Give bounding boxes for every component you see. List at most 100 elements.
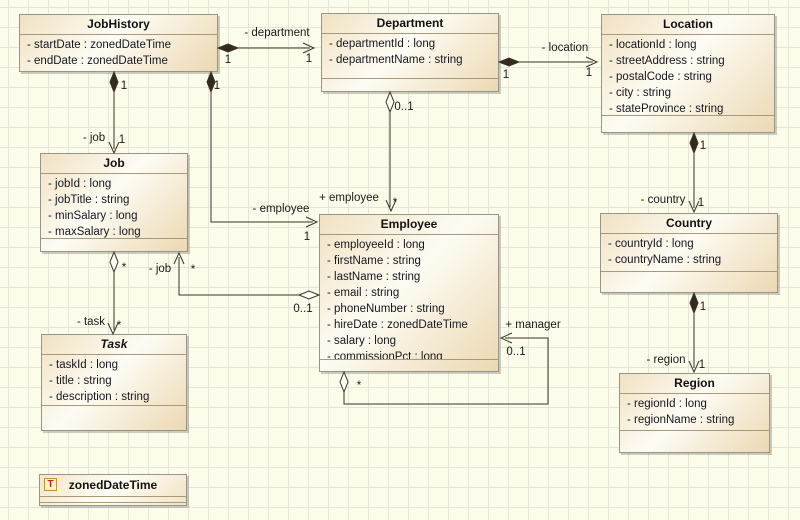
open-arrowhead: [108, 141, 120, 155]
class-box-location[interactable]: Location - locationId : long - streetAddr…: [601, 14, 775, 133]
attribute-region[interactable]: - regionName : string: [627, 414, 735, 426]
attribute-job[interactable]: - minSalary : long: [48, 210, 138, 222]
attribute-location[interactable]: - streetAddress : string: [609, 55, 725, 67]
attribute-job[interactable]: - maxSalary : long: [48, 226, 141, 238]
attributes-compartment: - employeeId : long - firstName : string -…: [320, 235, 498, 359]
class-box-country[interactable]: Country - countryId : long - countryName …: [600, 213, 778, 293]
edge-label: - employee: [253, 203, 310, 215]
attributes-compartment: - locationId : long - streetAddress : str…: [602, 35, 774, 115]
datatype-box-zoneddatetime[interactable]: T zonedDateTime: [39, 474, 187, 506]
edge-label: 0..1: [394, 101, 413, 113]
open-arrowhead: [688, 200, 700, 214]
attribute-employee[interactable]: - commissionPct : long: [327, 351, 443, 359]
open-arrowhead: [688, 360, 700, 374]
datatype-name: zonedDateTime: [68, 478, 158, 492]
class-box-employee[interactable]: Employee - employeeId : long - firstName …: [319, 214, 499, 372]
open-arrowhead: [302, 42, 316, 54]
operations-compartment: [320, 359, 498, 371]
edge-label: *: [191, 264, 196, 276]
edge-label: 1: [119, 134, 125, 146]
attribute-task[interactable]: - taskId : long: [49, 359, 119, 371]
datatype-title: T zonedDateTime: [40, 475, 186, 496]
attribute-employee[interactable]: - salary : long: [327, 335, 397, 347]
attribute-location[interactable]: - stateProvince : string: [609, 103, 724, 115]
edge-label: 0..1: [506, 346, 525, 358]
edge-label: - country: [641, 194, 686, 206]
edge-label: *: [122, 262, 127, 274]
attribute-job[interactable]: - jobId : long: [48, 178, 112, 190]
attribute-country[interactable]: - countryId : long: [608, 238, 694, 250]
filled-diamond: [216, 43, 240, 53]
filled-diamond: [689, 291, 699, 315]
class-title: Country: [601, 214, 777, 234]
filled-diamond: [206, 70, 216, 94]
attribute-employee[interactable]: - hireDate : zonedDateTime: [327, 319, 468, 331]
class-title: JobHistory: [20, 15, 217, 35]
class-box-jobhistory[interactable]: JobHistory - startDate : zonedDateTime- …: [19, 14, 218, 72]
attribute-employee[interactable]: - lastName : string: [327, 271, 421, 283]
attribute-jobhistory[interactable]: - startDate : zonedDateTime: [27, 39, 172, 51]
class-title: Region: [620, 374, 769, 394]
edge-label: 1: [503, 69, 509, 81]
attributes-compartment: - regionId : long - regionName : string: [620, 394, 769, 430]
attributes-compartment: - departmentId : long - departmentName : …: [322, 34, 498, 78]
operations-compartment: [322, 78, 498, 91]
attribute-region[interactable]: - regionId : long: [627, 398, 707, 410]
class-title: Location: [602, 15, 774, 35]
attribute-location[interactable]: - postalCode : string: [609, 71, 712, 83]
class-title: Employee: [320, 215, 498, 235]
open-arrowhead: [173, 251, 185, 265]
edge-label: - job: [149, 263, 171, 275]
attribute-employee[interactable]: - employeeId : long: [327, 239, 425, 251]
edge-label: + employee: [319, 192, 379, 204]
attribute-country[interactable]: - countryName : string: [608, 254, 722, 266]
edge-label: 1: [306, 53, 312, 65]
edge-label: + manager: [505, 319, 560, 331]
edge-label: 1: [304, 231, 310, 243]
attribute-department[interactable]: - departmentId : long: [329, 38, 436, 50]
class-box-task[interactable]: Task - taskId : long- title : string- de…: [41, 334, 187, 431]
operations-compartment: [620, 430, 769, 452]
attributes-compartment: - startDate : zonedDateTime - endDate : z…: [20, 35, 217, 71]
association-department-employee[interactable]: 0..1+ employee*: [319, 90, 414, 213]
attribute-location[interactable]: - locationId : long: [609, 39, 697, 51]
attribute-employee[interactable]: - email : string: [327, 287, 400, 299]
edge-label: - location: [542, 42, 589, 54]
attribute-employee[interactable]: - firstName : string: [327, 255, 421, 267]
edge-label: 1: [698, 197, 704, 209]
class-box-region[interactable]: Region - regionId : long - regionName : s…: [619, 373, 770, 453]
class-box-department[interactable]: Department - departmentId : long- depart…: [321, 13, 499, 92]
association-job-task[interactable]: *- task*: [77, 250, 127, 336]
class-box-job[interactable]: Job - jobId : long- jobTitle : string- m…: [40, 153, 188, 252]
attribute-job[interactable]: - jobTitle : string: [48, 194, 130, 206]
edge-label: *: [357, 380, 362, 392]
edge-label: 1: [699, 359, 705, 371]
association-employee-manager[interactable]: * + manager 0..1: [339, 319, 561, 405]
filled-diamond: [109, 70, 119, 94]
open-diamond: [385, 90, 395, 114]
edge-label: 1: [700, 301, 706, 313]
operations-compartment: [602, 115, 774, 132]
attribute-jobhistory[interactable]: - endDate : zonedDateTime: [27, 55, 168, 67]
association-location-country[interactable]: 1 - country 1: [641, 131, 707, 214]
edge-label: - job: [83, 132, 105, 144]
datatype-compartment-2: [40, 502, 186, 509]
open-diamond: [297, 290, 321, 300]
edge-label: 1: [700, 140, 706, 152]
attributes-compartment: - countryId : long - countryName : string: [601, 234, 777, 271]
association-employee-job[interactable]: 0..1 - job *: [149, 251, 321, 315]
attribute-department[interactable]: - departmentName : string: [329, 54, 463, 66]
attribute-location[interactable]: - city : string: [609, 87, 671, 99]
attribute-task[interactable]: - description : string: [49, 391, 150, 403]
attribute-employee[interactable]: - phoneNumber : string: [327, 303, 445, 315]
attribute-task[interactable]: - title : string: [49, 375, 112, 387]
datatype-icon: T: [44, 478, 57, 491]
edge-label: 0..1: [293, 303, 312, 315]
open-arrowhead: [107, 322, 119, 336]
